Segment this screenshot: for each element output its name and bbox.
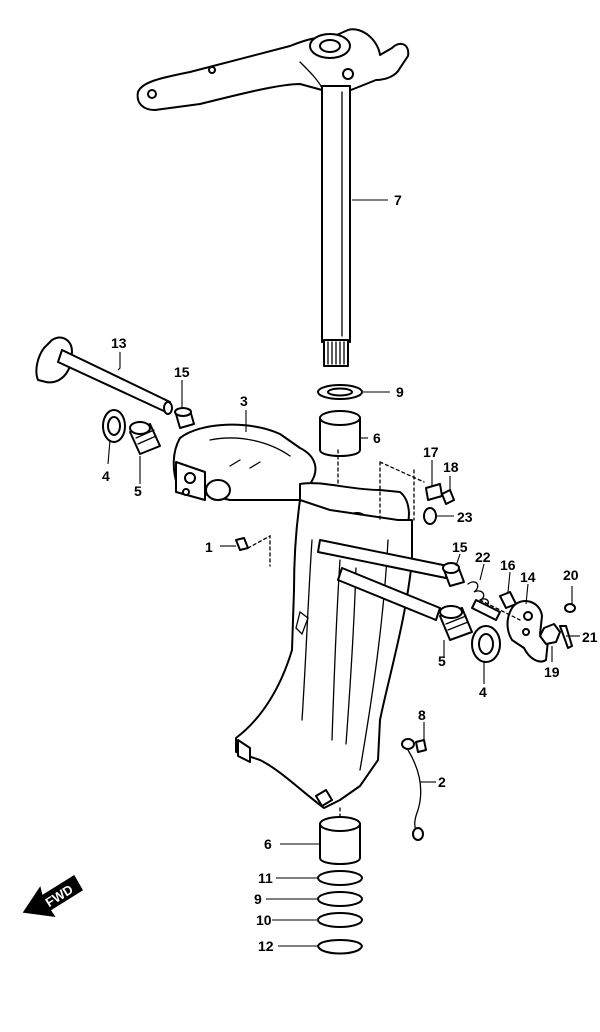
bushing-lower [319,816,361,865]
snap-ring-12 [317,939,363,955]
callout-17: 17 [423,444,439,460]
callout-20: 20 [563,567,579,583]
callout-3: 3 [240,393,248,409]
tilt-tube [35,336,173,415]
washer-20 [564,603,576,613]
callout-13: 13 [111,335,127,351]
cotter-pin-21 [559,625,573,649]
steering-shaft [321,85,351,367]
bushing-5-right [439,605,473,641]
bushing-15-right [442,562,465,587]
callout-19: 19 [544,664,560,680]
reference-lines [247,449,521,819]
fwd-arrow-icon [22,874,84,917]
clip-17 [425,483,443,501]
bushing-5-left [129,421,161,455]
callout-2: 2 [438,774,446,790]
callout-12: 12 [258,938,274,954]
bushing-15-left [174,407,195,429]
callout-23: 23 [457,509,473,525]
callout-21: 21 [582,629,598,645]
ground-wire [401,738,427,841]
tilt-pin [317,539,449,621]
nut-19 [539,623,561,645]
callout-4-left: 4 [102,468,110,484]
fwd-arrow: FWD [22,874,84,917]
callout-22: 22 [475,549,491,565]
callout-9-lower: 9 [254,891,262,907]
spring-22 [467,581,501,621]
callout-5-left: 5 [134,483,142,499]
clamp-bracket [235,499,413,809]
callout-9-upper: 9 [396,384,404,400]
callouts: 7 13 15 3 9 6 4 5 17 18 23 1 15 22 16 14… [102,192,598,954]
bushing-upper [319,410,361,457]
callout-8: 8 [418,707,426,723]
callout-15-upper: 15 [174,364,190,380]
clip-23 [423,507,437,525]
steering-arm [136,28,410,111]
callout-15-right: 15 [452,539,468,555]
callout-5-right: 5 [438,653,446,669]
callout-1: 1 [205,539,213,555]
bolt-18 [441,489,455,505]
grease-nipple-1 [235,537,249,551]
leader-lines [107,199,580,947]
callout-7: 7 [394,192,402,208]
washer-4-right [471,625,501,663]
washer-11 [317,870,363,886]
washer-10 [317,912,363,928]
callout-4-right: 4 [479,684,487,700]
callout-11: 11 [258,870,273,886]
callout-14: 14 [520,569,536,585]
callout-16: 16 [500,557,516,573]
washer-4-left [102,409,126,443]
washer-9-lower [317,891,363,907]
callout-18: 18 [443,459,459,475]
callout-6-upper: 6 [373,430,381,446]
callout-10: 10 [256,912,272,928]
bracket-14 [506,600,549,663]
callout-6-lower: 6 [264,836,272,852]
